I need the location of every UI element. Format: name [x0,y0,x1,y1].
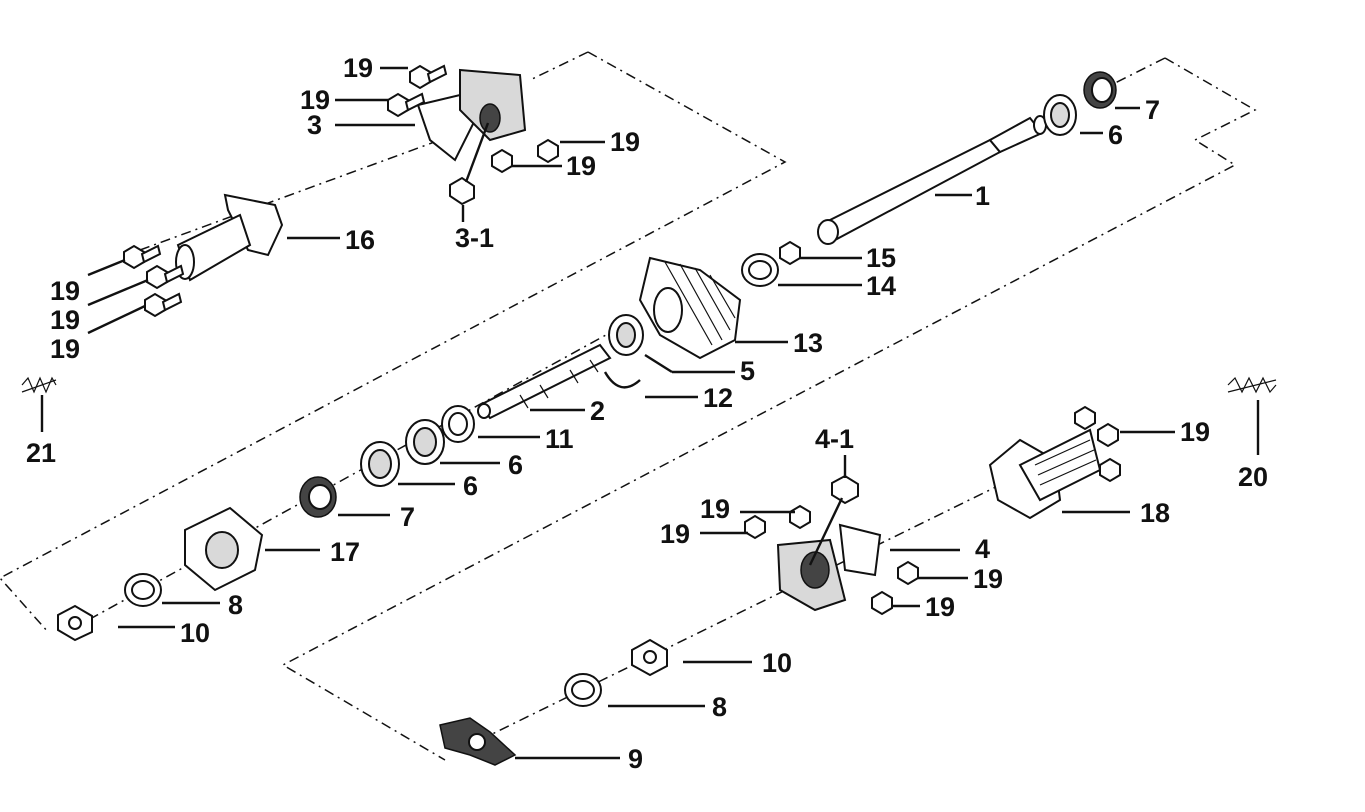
callout-13: 13 [793,328,823,358]
callout-15: 15 [866,243,896,273]
seal-part-7-upper [1083,71,1117,109]
bearing-part-6-upper [1043,94,1077,136]
callout-17: 17 [330,537,360,567]
callout-19-f: 19 [50,305,80,335]
callout-14: 14 [866,271,896,301]
callout-2: 2 [590,396,605,426]
leader-lines [40,66,1260,760]
callout-19-g: 19 [50,334,80,364]
callout-8-lower: 8 [712,692,727,722]
callout-10-lower: 10 [762,648,792,678]
shaft-part-1 [817,115,1047,245]
callout-16: 16 [345,225,375,255]
boundary-upper-top [529,51,589,81]
yoke-part-16 [175,193,284,282]
callout-19-d: 19 [566,151,596,181]
joint-part-3 [416,68,527,162]
washer-part-8-lower [564,673,602,707]
callout-19-j: 19 [660,519,690,549]
flange-part-17 [184,506,264,592]
callout-19-h: 19 [1180,417,1210,447]
nut-part-10-lower [631,638,668,677]
callout-19-k: 19 [973,564,1003,594]
callout-19-l: 19 [925,592,955,622]
axis-upper [139,139,441,251]
pinion-shaft-part-2 [477,343,612,420]
callout-3: 3 [307,110,322,140]
callout-10-upper: 10 [180,618,210,648]
callout-6-upper: 6 [1108,120,1123,150]
washer-part-14 [741,253,779,287]
callout-19-c: 19 [610,127,640,157]
callout-6-a: 6 [508,450,523,480]
nut-part-15 [779,240,801,266]
axis-lower [479,479,1011,741]
nut-part-10-upper [57,604,93,642]
washer-part-11 [441,405,475,443]
fitting-part-3-1 [449,176,475,206]
callout-8-upper: 8 [228,590,243,620]
gear-part-13 [638,256,742,360]
callout-19-e: 19 [50,276,80,306]
axis-main [69,329,616,631]
callout-7-upper: 7 [1145,95,1160,125]
boundary-lower [281,57,1257,761]
callout-4: 4 [975,534,990,564]
callout-19-a: 19 [343,53,373,83]
callout-12: 12 [703,383,733,413]
flange-part-9 [439,717,517,766]
callout-6-b: 6 [463,471,478,501]
callout-18: 18 [1140,498,1170,528]
callout-3-1: 3-1 [455,223,494,253]
bearing-part-6-b [360,441,400,487]
callout-7: 7 [400,502,415,532]
joint-part-4 [776,523,882,612]
bearing-part-5 [608,314,644,356]
callout-19-b: 19 [300,85,330,115]
callout-9: 9 [628,744,643,774]
callout-21: 21 [26,438,56,468]
washer-part-8-upper [124,573,162,607]
callout-4-1: 4-1 [815,424,854,454]
callout-1: 1 [975,181,990,211]
callout-20: 20 [1238,462,1268,492]
boundary-upper [0,51,787,633]
fitting-part-4-1 [831,474,859,505]
spring-part-21 [21,376,57,394]
spring-part-20 [1227,376,1277,394]
snap-ring-part-12 [603,371,641,389]
callout-labels: 1 2 3 3-1 4 4-1 5 6 6 6 7 7 8 8 9 10 10 … [26,53,1268,774]
callout-19-i: 19 [700,494,730,524]
callout-11: 11 [545,424,574,454]
boundary-lines [0,51,1257,761]
callout-5: 5 [740,356,755,386]
seal-part-7 [299,476,337,518]
bearing-part-6-a [405,419,445,465]
cover-part-18 [988,428,1102,520]
